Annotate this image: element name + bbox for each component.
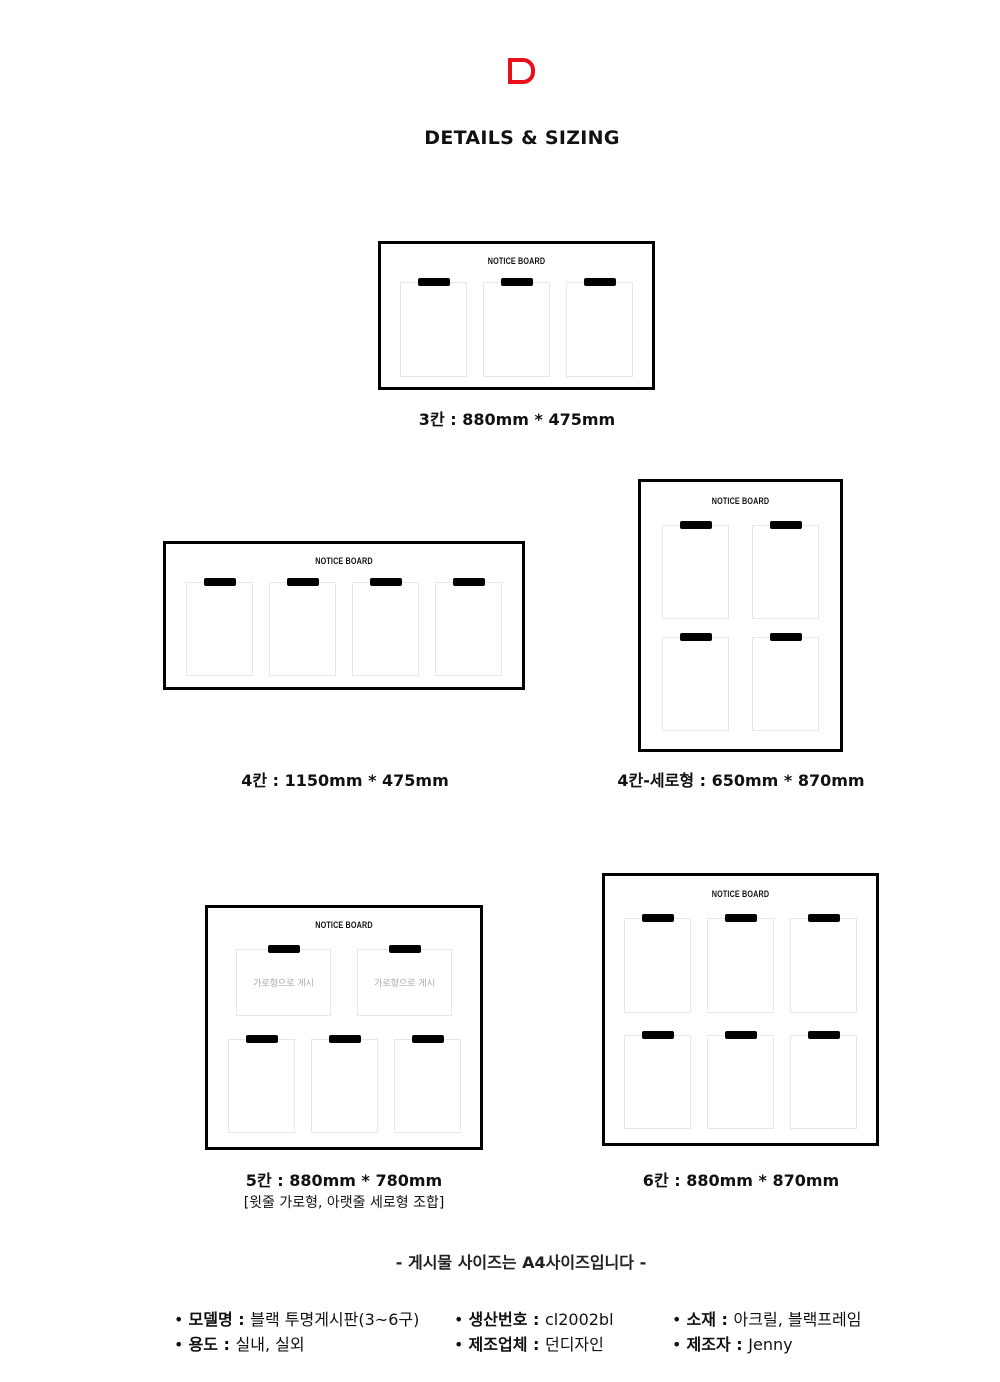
paper-slot <box>566 282 633 377</box>
clip-icon <box>641 914 674 922</box>
spec-usage: • 용도 : 실내, 실외 <box>174 1335 305 1354</box>
caption-3: 3칸 : 880mm * 475mm <box>418 410 616 429</box>
brand-logo <box>508 58 535 84</box>
board-title: NOTICE BOARD <box>315 920 373 930</box>
paper-slot <box>707 918 774 1013</box>
paper-slot <box>186 582 253 676</box>
clip-icon <box>286 578 319 586</box>
clip-icon <box>411 1035 444 1043</box>
clip-icon <box>388 945 421 953</box>
clip-icon <box>417 278 450 286</box>
clip-icon <box>203 578 236 586</box>
clip-icon <box>267 945 300 953</box>
paper-slot <box>624 918 691 1013</box>
paper-slot <box>790 1035 857 1129</box>
clip-icon <box>452 578 485 586</box>
caption-6: 6칸 : 880mm * 870mm <box>642 1171 840 1190</box>
caption-5: 5칸 : 880mm * 780mm <box>245 1171 443 1190</box>
clip-icon <box>641 1031 674 1039</box>
page-title: DETAILS & SIZING <box>424 127 620 149</box>
clip-icon <box>245 1035 278 1043</box>
clip-icon <box>807 1031 840 1039</box>
clip-icon <box>679 633 712 641</box>
paper-slot <box>394 1039 461 1133</box>
board-title: NOTICE BOARD <box>487 256 546 266</box>
paper-slot: 가로형으로 게시 <box>357 949 452 1016</box>
paper-slot <box>790 918 857 1013</box>
clip-icon <box>500 278 533 286</box>
spec-maker: • 제조자 : Jenny <box>672 1335 793 1354</box>
caption-4: 4칸 : 1150mm * 475mm <box>241 771 449 790</box>
clip-icon <box>724 914 757 922</box>
clip-icon <box>807 914 840 922</box>
paper-slot <box>707 1035 774 1129</box>
paper-slot <box>435 582 502 676</box>
paper-slot <box>752 637 819 731</box>
spec-model: • 모델명 : 블랙 투명게시판(3~6구) <box>174 1310 420 1329</box>
clip-icon <box>369 578 402 586</box>
paper-slot <box>752 525 819 619</box>
clip-icon <box>679 521 712 529</box>
paper-slot <box>624 1035 691 1129</box>
clip-icon <box>769 521 802 529</box>
paper-slot <box>662 525 729 619</box>
spec-serial: • 생산번호 : cl2002bl <box>454 1310 614 1329</box>
paper-slot <box>662 637 729 731</box>
clip-icon <box>769 633 802 641</box>
paper-slot: 가로형으로 게시 <box>236 949 331 1016</box>
board-title: NOTICE BOARD <box>711 889 770 899</box>
paper-slot <box>352 582 419 676</box>
paper-slot <box>311 1039 378 1133</box>
caption-4-vertical: 4칸-세로형 : 650mm * 870mm <box>617 771 865 790</box>
clip-icon <box>583 278 616 286</box>
clip-icon <box>724 1031 757 1039</box>
spec-manufacturer: • 제조업체 : 던디자인 <box>454 1335 604 1354</box>
clip-icon <box>328 1035 361 1043</box>
size-note: - 게시물 사이즈는 A4사이즈입니다 - <box>395 1253 647 1272</box>
subcaption-5: [윗줄 가로형, 아랫줄 세로형 조합] <box>243 1195 445 1211</box>
paper-slot <box>228 1039 295 1133</box>
paper-slot <box>269 582 336 676</box>
paper-slot <box>483 282 550 377</box>
spec-material: • 소재 : 아크릴, 블랙프레임 <box>672 1310 862 1329</box>
paper-slot <box>400 282 467 377</box>
board-title: NOTICE BOARD <box>315 556 373 566</box>
board-title: NOTICE BOARD <box>711 496 770 506</box>
